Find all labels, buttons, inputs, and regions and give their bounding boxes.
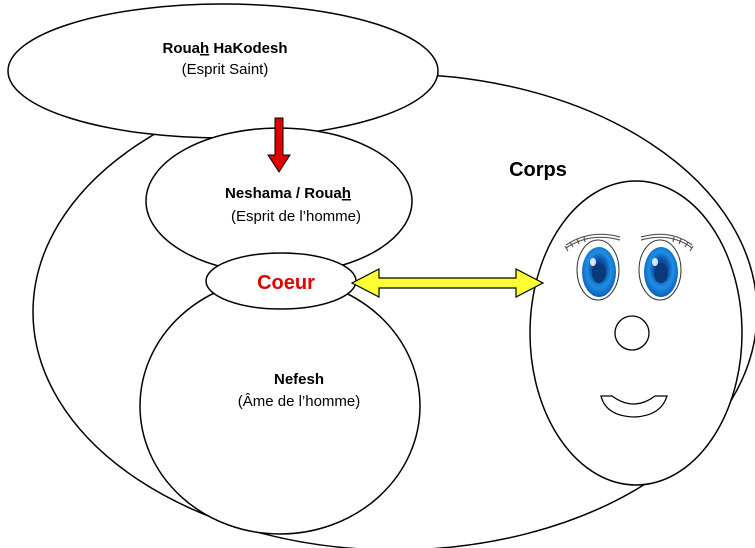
right-eyebrow-icon — [640, 233, 694, 252]
ruah-hakodesh-title: Rouah HaKodesh — [162, 40, 287, 57]
right-eye-icon — [638, 239, 682, 301]
down-arrow-icon — [267, 117, 291, 173]
nefesh-subtitle: (Âme de l’homme) — [238, 393, 361, 410]
ruah-hakodesh-subtitle: (Esprit Saint) — [182, 61, 269, 78]
left-eyebrow-icon — [564, 233, 621, 252]
neshama-title: Neshama / Rouah — [225, 185, 351, 202]
left-eye-icon — [576, 239, 620, 301]
double-arrow-icon — [350, 268, 545, 298]
corps-label: Corps — [509, 159, 567, 181]
nefesh-title: Nefesh — [274, 371, 324, 388]
coeur-label: Coeur — [257, 272, 315, 294]
nose-icon — [614, 315, 650, 351]
mouth-icon — [600, 395, 668, 418]
neshama-subtitle: (Esprit de l’homme) — [231, 208, 361, 225]
